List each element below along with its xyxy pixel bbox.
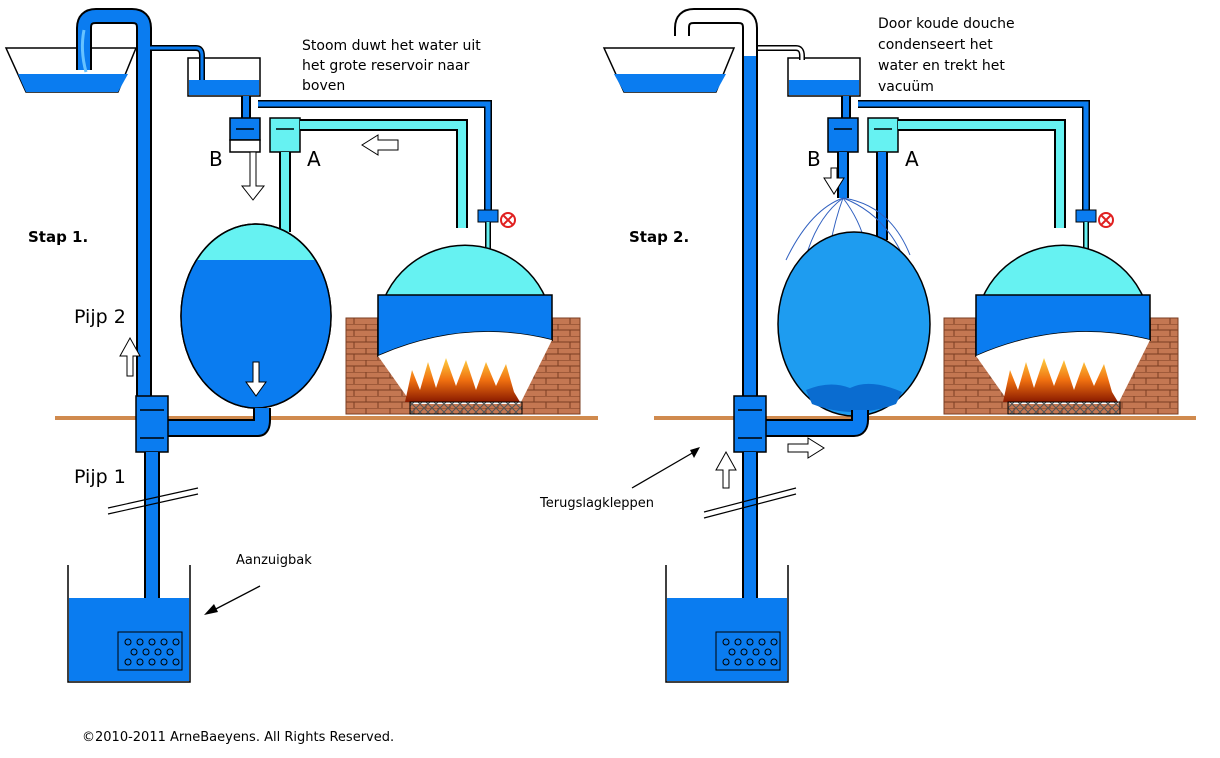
step2-caption-line2: condenseert het [878, 37, 993, 53]
steam-line [876, 119, 1066, 240]
step2-title: Stap 2. [629, 228, 689, 246]
check-valve-manifold [135, 395, 271, 453]
step2-valve-a-label: A [905, 147, 919, 171]
hand-valve-icon[interactable] [500, 212, 516, 228]
pipe-2 [76, 7, 152, 400]
step2-valve-b-label: B [807, 147, 821, 171]
step2-panel: Door koude douche condenseert het water … [539, 7, 1196, 683]
suction-sump [665, 565, 789, 683]
step1-valve-a-label: A [307, 147, 321, 171]
step1-caption-line3: boven [302, 78, 345, 94]
flow-arrow-icon [119, 134, 399, 397]
steam-line [279, 119, 468, 232]
valve-b [827, 117, 859, 198]
step1-caption-line2: het grote reservoir naar [302, 58, 470, 74]
copyright-footer: ©2010-2011 ArneBaeyens. All Rights Reser… [82, 730, 394, 745]
outlet-basin [4, 47, 138, 93]
step2-caption-line3: water en trekt het [878, 58, 1005, 74]
sump-label: Aanzuigbak [236, 553, 312, 568]
step2-caption-line1: Door koude douche [878, 16, 1015, 32]
step1-title: Stap 1. [28, 228, 88, 246]
step2-caption-line4: vacuüm [878, 79, 934, 95]
pipe-1-label: Pijp 1 [74, 466, 126, 488]
check-valves-label: Terugslagkleppen [539, 496, 654, 511]
boiler [345, 244, 581, 415]
pump-vessel [180, 223, 332, 409]
suction-sump [67, 565, 191, 683]
outlet-basin [602, 47, 736, 93]
step1-caption-line1: Stoom duwt het water uit [302, 38, 481, 54]
fire-icon [405, 358, 520, 402]
strainer-icon [117, 631, 183, 671]
valve-a [867, 117, 899, 153]
boiler [943, 244, 1179, 415]
strainer-icon [715, 631, 781, 671]
step1-valve-b-label: B [209, 147, 223, 171]
flow-arrow-icon [715, 167, 845, 489]
valve-a [269, 117, 301, 153]
step1-panel: Stoom duwt het water uit het grote reser… [4, 7, 598, 683]
valve-b [229, 117, 261, 153]
pipe-2 [674, 7, 758, 400]
hand-valve-icon[interactable] [1098, 212, 1114, 228]
feed-tank [150, 45, 261, 97]
fire-icon [1003, 358, 1118, 402]
check-valve-manifold [733, 395, 869, 453]
pipe-2-label: Pijp 2 [74, 306, 126, 328]
feed-tank [758, 45, 861, 97]
pump-vessel [777, 231, 931, 417]
